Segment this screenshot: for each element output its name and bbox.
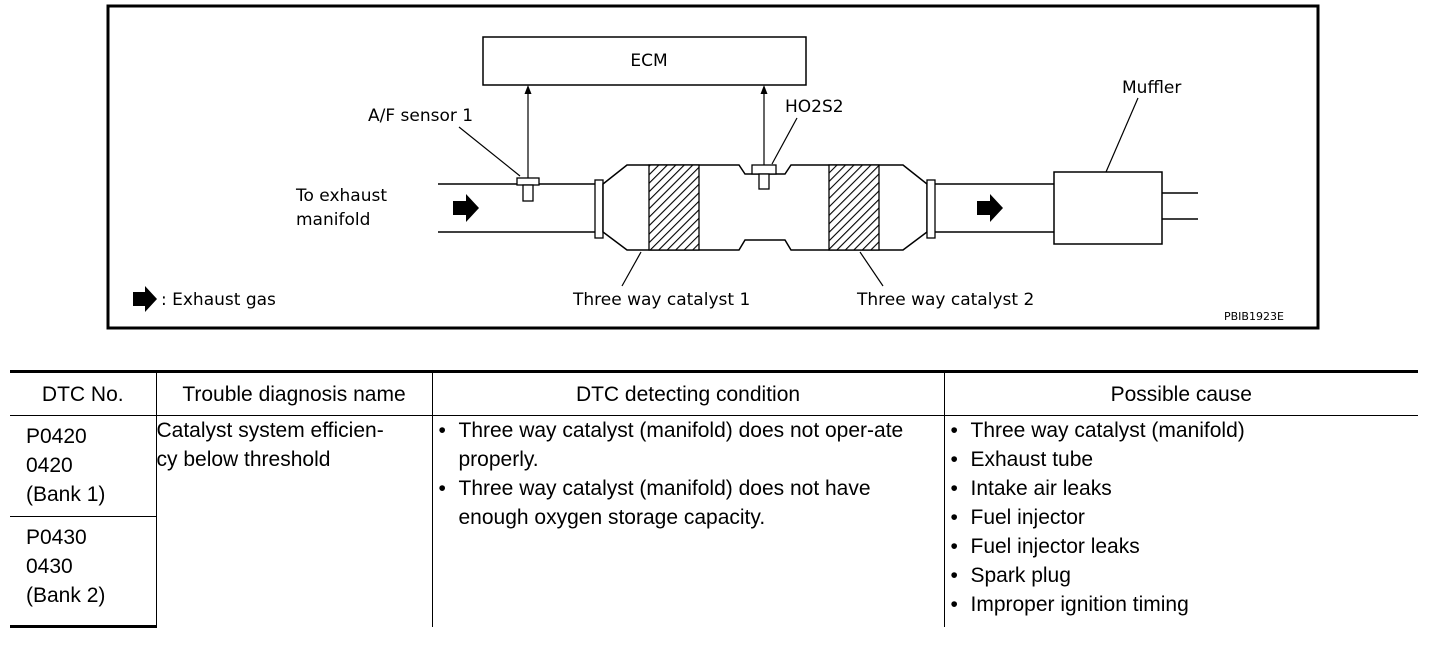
ho2s2-sensor-icon	[751, 164, 777, 190]
cause-item: Three way catalyst (manifold)	[945, 416, 1419, 445]
cause-item: Fuel injector leaks	[945, 532, 1419, 561]
cause-item: Exhaust tube	[945, 445, 1419, 474]
diagnosis-name-line: Catalyst system efficien-	[156, 419, 384, 442]
catalyst-1-brick	[648, 164, 700, 251]
ho2s2-label: HO2S2	[785, 97, 844, 117]
dtc-code: 0420	[26, 454, 73, 477]
exhaust-flow-arrow-icon	[453, 194, 479, 222]
condition-item: Three way catalyst (manifold) does not o…	[433, 416, 944, 474]
diagnosis-name-line: cy below threshold	[156, 448, 331, 471]
header-trouble-diagnosis-name: Trouble diagnosis name	[155, 370, 432, 416]
to-exhaust-label-line1: To exhaust	[295, 186, 387, 206]
ecm-label: ECM	[630, 51, 667, 71]
to-exhaust-label-line2: manifold	[296, 210, 370, 230]
possible-cause: Three way catalyst (manifold) Exhaust tu…	[943, 415, 1419, 627]
dtc-detecting-condition: Three way catalyst (manifold) does not o…	[431, 415, 944, 627]
cause-item: Fuel injector	[945, 503, 1419, 532]
exhaust-system-diagram: ECM A/F sensor 1 HO2S2 Muffler To ex	[106, 4, 1320, 330]
table-row: P0430 0430 (Bank 2)	[10, 516, 1418, 628]
catalyst-2-brick	[828, 164, 880, 251]
dtc-code: P0430	[26, 526, 87, 549]
arrow-up-icon	[760, 85, 768, 94]
catalyst-1-label: Three way catalyst 1	[572, 290, 750, 310]
af-sensor-icon	[516, 177, 540, 202]
ecm-box	[482, 36, 807, 86]
catalyst-2-label: Three way catalyst 2	[856, 290, 1034, 310]
cause-item: Intake air leaks	[945, 474, 1419, 503]
figure-code: PBIB1923E	[1224, 310, 1284, 323]
dtc-code: 0430	[26, 555, 73, 578]
flange-right	[926, 179, 936, 239]
dtc-bank: (Bank 1)	[26, 483, 106, 506]
flange-left	[594, 179, 604, 239]
diagram-frame	[106, 4, 1320, 330]
table-header-row: DTC No. Trouble diagnosis name DTC detec…	[10, 370, 1418, 416]
muffler-box	[1053, 171, 1163, 245]
trouble-diagnosis-name: Catalyst system efficien- cy below thres…	[155, 415, 432, 627]
dtc-no-bank1: P0420 0420 (Bank 1)	[10, 415, 156, 517]
dtc-no-bank2: P0430 0430 (Bank 2)	[10, 516, 156, 628]
exhaust-flow-arrow-icon	[977, 194, 1003, 222]
dtc-bank: (Bank 2)	[26, 584, 106, 607]
arrow-up-icon	[524, 85, 532, 94]
header-dtc-no: DTC No.	[10, 370, 156, 416]
table-row: P0420 0420 (Bank 1) Catalyst system effi…	[10, 415, 1418, 627]
dtc-table: DTC No. Trouble diagnosis name DTC detec…	[10, 370, 1418, 628]
condition-item: Three way catalyst (manifold) does not h…	[433, 474, 944, 532]
header-dtc-detecting-condition: DTC detecting condition	[431, 370, 944, 416]
cause-item: Spark plug	[945, 561, 1419, 590]
muffler-label: Muffler	[1122, 78, 1181, 98]
exhaust-gas-legend-arrow-icon	[133, 286, 157, 312]
header-possible-cause: Possible cause	[943, 370, 1418, 416]
exhaust-gas-legend-label: : Exhaust gas	[161, 290, 276, 310]
af-sensor-label: A/F sensor 1	[368, 106, 473, 126]
dtc-code: P0420	[26, 425, 87, 448]
cause-item: Improper ignition timing	[945, 590, 1419, 619]
